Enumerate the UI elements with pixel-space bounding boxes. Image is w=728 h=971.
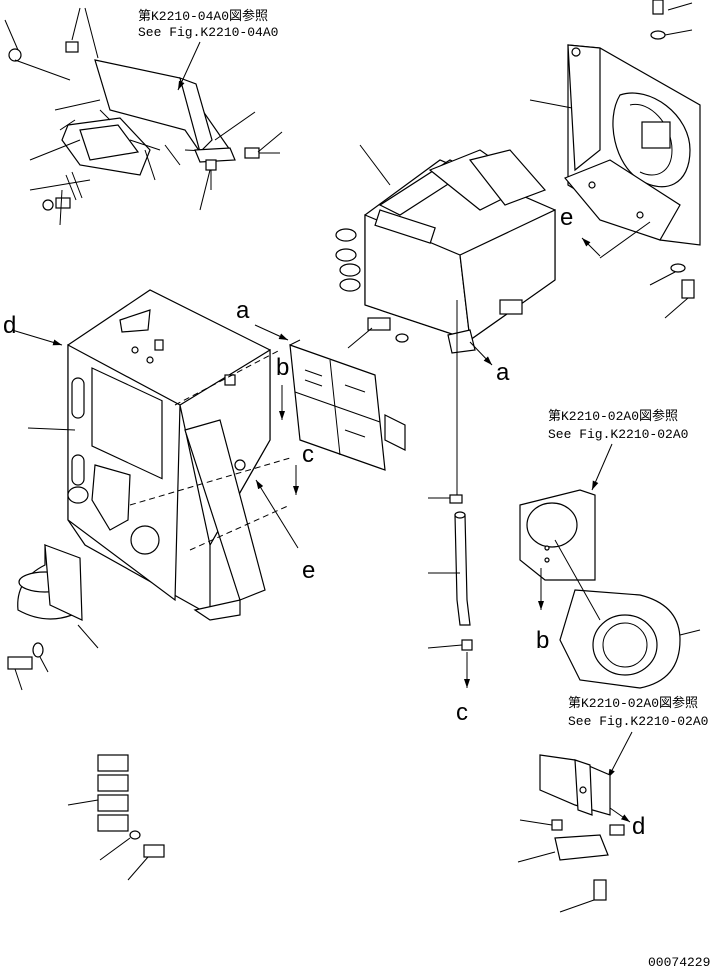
main-frame	[67, 289, 271, 621]
label-d-right: d	[632, 813, 645, 840]
label-e-mid: e	[302, 557, 315, 584]
label-b-right: b	[536, 627, 549, 654]
heater-core-unit	[335, 144, 556, 495]
bolt-left	[7, 656, 33, 670]
blower-housing	[529, 0, 701, 319]
bottom-ref-jp: 第K2210-02A0図参照	[568, 695, 698, 711]
bottom-ref-en: See Fig.K2210-02A0	[568, 714, 708, 729]
top-ref-jp: 第K2210-04A0図参照	[138, 8, 268, 24]
mid-ref-en: See Fig.K2210-02A0	[548, 427, 688, 442]
label-a-left: a	[236, 297, 250, 324]
duct	[17, 544, 99, 649]
label-b-left: b	[276, 354, 289, 381]
bottom-bracket	[517, 754, 631, 913]
label-c-bottom: c	[456, 699, 468, 726]
top-bracket-leaders	[4, 7, 283, 226]
drain-hose	[427, 494, 473, 688]
filter-panel	[289, 339, 406, 471]
top-ref-en: See Fig.K2210-04A0	[138, 25, 278, 40]
label-a-right: a	[496, 359, 510, 386]
mid-ref-jp: 第K2210-02A0図参照	[548, 408, 678, 424]
label-d-left: d	[3, 312, 16, 339]
blower-motor	[519, 489, 701, 689]
relay-group	[67, 754, 165, 881]
top-bracket-assembly	[8, 41, 280, 211]
drawing-number: 00074229	[648, 955, 710, 970]
washer-left	[32, 642, 44, 658]
label-e-top: e	[560, 204, 573, 231]
label-c-left: c	[302, 441, 314, 468]
